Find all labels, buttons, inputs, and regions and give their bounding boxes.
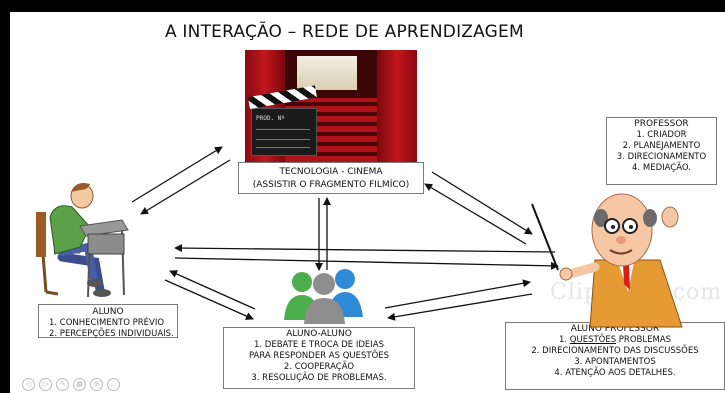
aluno-aluno-item: 1. DEBATE E TROCA DE IDEIAS [253,340,385,350]
aluno-professor-item: 2. DIRECIONAMENTO DAS DISCUSSÕES [531,346,699,356]
clapboard-text: PROD. Nº [256,115,285,122]
professor-item: 3. DIRECIONAMENTO [616,152,707,162]
aluno-aluno-item: 2. COOPERAÇÃO [283,362,355,372]
arrow-teacher-to-group [387,293,533,321]
professor-item: 2. PLANEJAMENTO [622,141,701,151]
professor-heading: PROFESSOR [634,119,689,129]
slide: A INTERAÇÃO – REDE DE APRENDIZAGEM PROD.… [10,12,725,393]
arrow-group-to-teacher [384,279,531,309]
group-of-people-icon [284,269,363,324]
top-black-bar [0,0,725,12]
arrow-teacher-to-student [174,244,556,253]
aluno-professor-item: 3. APONTAMENTOS [574,357,656,367]
cinema-caption-line1: TECNOLOGIA - CINEMA [279,167,383,177]
aluno-professor-box: ALUNO PROFESSOR 1. QUESTÕES PROBLEMAS 2.… [505,322,725,390]
aluno-item: 1. CONHECIMENTO PRÉVIO [49,318,165,328]
aluno-item: 2. PERCEPÇÕES INDIVIDUAIS. [49,329,174,339]
nav-back-icon[interactable]: ◁ [22,378,35,391]
arrow-group-to-student [169,270,256,310]
student-at-desk-icon [36,183,129,298]
teacher-with-pointer-icon [531,193,683,328]
aluno-heading: ALUNO [92,307,124,317]
cinema-image: PROD. Nº [245,50,417,162]
arrow-teacher-to-cinema [424,183,527,245]
aluno-aluno-item: 3. RESOLUÇÃO DE PROBLEMAS. [251,373,387,383]
aluno-professor-item: 1. QUESTÕES PROBLEMAS [558,335,672,345]
diagram-art [36,146,683,328]
aluno-professor-item: 4. ATENÇÃO AOS DETALHES. [554,368,676,378]
aluno-professor-heading: ALUNO PROFESSOR [570,324,660,334]
arrow-cinema-to-student [140,159,231,215]
aluno-box: ALUNO 1. CONHECIMENTO PRÉVIO 2. PERCEPÇÕ… [38,304,178,339]
professor-item: 1. CRIADOR [636,130,687,140]
nav-zoom-icon[interactable]: ⊕ [90,378,103,391]
arrow-student-to-teacher [174,257,559,270]
professor-box: PROFESSOR 1. CRIADOR 2. PLANEJAMENTO 3. … [606,117,717,185]
nav-forward-icon[interactable]: ▷ [39,378,52,391]
cinema-clapboard-icon: PROD. Nº [247,85,317,156]
cinema-caption-line2: (ASSISTIR O FRAGMENTO FILMÍCO) [252,180,410,190]
cinema-caption-box: TECNOLOGIA - CINEMA (ASSISTIR O FRAGMENT… [238,162,424,194]
slide-title: A INTERAÇÃO – REDE DE APRENDIZAGEM [165,22,524,42]
aluno-aluno-item: PARA RESPONDER AS QUESTÕES [248,351,390,361]
nav-more-icon[interactable]: … [107,378,120,391]
slide-nav-controls: ◁ ▷ ✎ ▦ ⊕ … [22,378,120,391]
nav-pen-icon[interactable]: ✎ [56,378,69,391]
arrow-student-to-cinema [131,146,223,203]
cinema-screen [297,56,357,90]
arrow-student-to-group [164,279,254,320]
nav-slides-icon[interactable]: ▦ [73,378,86,391]
arrow-cinema-to-teacher [431,171,533,235]
curtain-right [377,50,417,162]
professor-item: 4. MEDIAÇÃO. [632,163,691,173]
aluno-aluno-heading: ALUNO-ALUNO [286,329,352,339]
aluno-aluno-box: ALUNO-ALUNO 1. DEBATE E TROCA DE IDEIAS … [223,327,415,389]
